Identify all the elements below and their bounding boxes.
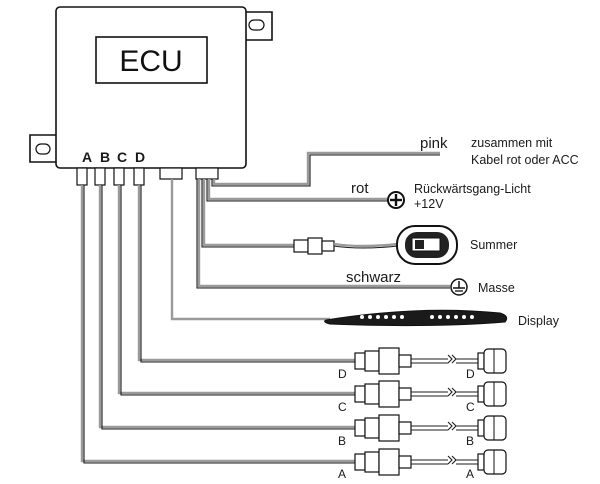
row-d-right-label: D xyxy=(466,367,475,381)
rot-desc-line2: +12V xyxy=(414,197,444,211)
row-c-left-label: C xyxy=(338,400,347,414)
port-label-b: B xyxy=(100,149,110,165)
display-label: Display xyxy=(518,314,560,328)
display-icon xyxy=(324,309,508,327)
row-a-right-label: A xyxy=(466,467,474,481)
ecu-unit: ECU xyxy=(29,6,273,169)
row-a-left-label: A xyxy=(338,467,346,481)
rot-label: rot xyxy=(351,180,369,197)
summer-label: Summer xyxy=(470,238,517,252)
port-label-a: A xyxy=(82,149,92,165)
ecu-title: ECU xyxy=(119,45,182,78)
row-d-left-label: D xyxy=(338,367,347,381)
sensor-harness xyxy=(80,185,355,464)
schwarz-label: schwarz xyxy=(346,269,401,286)
port-label-d: D xyxy=(135,149,145,165)
sensor-row-labels: D D C C B B A A xyxy=(338,367,475,481)
port-labels: A B C D xyxy=(82,149,145,165)
pink-desc-line2: Kabel rot oder ACC xyxy=(471,153,579,167)
sensor-row-c xyxy=(354,380,507,408)
sensor-row-d xyxy=(354,347,507,375)
summer-connector xyxy=(293,237,399,255)
pink-desc-line1: zusammen mit xyxy=(471,136,553,150)
masse-label: Masse xyxy=(478,281,515,295)
row-c-right-label: C xyxy=(466,400,475,414)
sensor-row-b xyxy=(354,414,507,442)
plus-12v-icon xyxy=(387,191,405,209)
sensor-row-a xyxy=(354,448,507,476)
port-label-c: C xyxy=(117,149,127,165)
row-b-right-label: B xyxy=(466,434,474,448)
ecu-harness xyxy=(170,151,450,321)
connection-labels: pink zusammen mit Kabel rot oder ACC rot… xyxy=(346,135,579,328)
summer-buzzer-icon xyxy=(396,225,458,265)
rot-desc-line1: Rückwärtsgang-Licht xyxy=(414,182,531,196)
pink-label: pink xyxy=(420,135,448,152)
row-b-left-label: B xyxy=(338,434,346,448)
ground-icon xyxy=(450,278,468,296)
